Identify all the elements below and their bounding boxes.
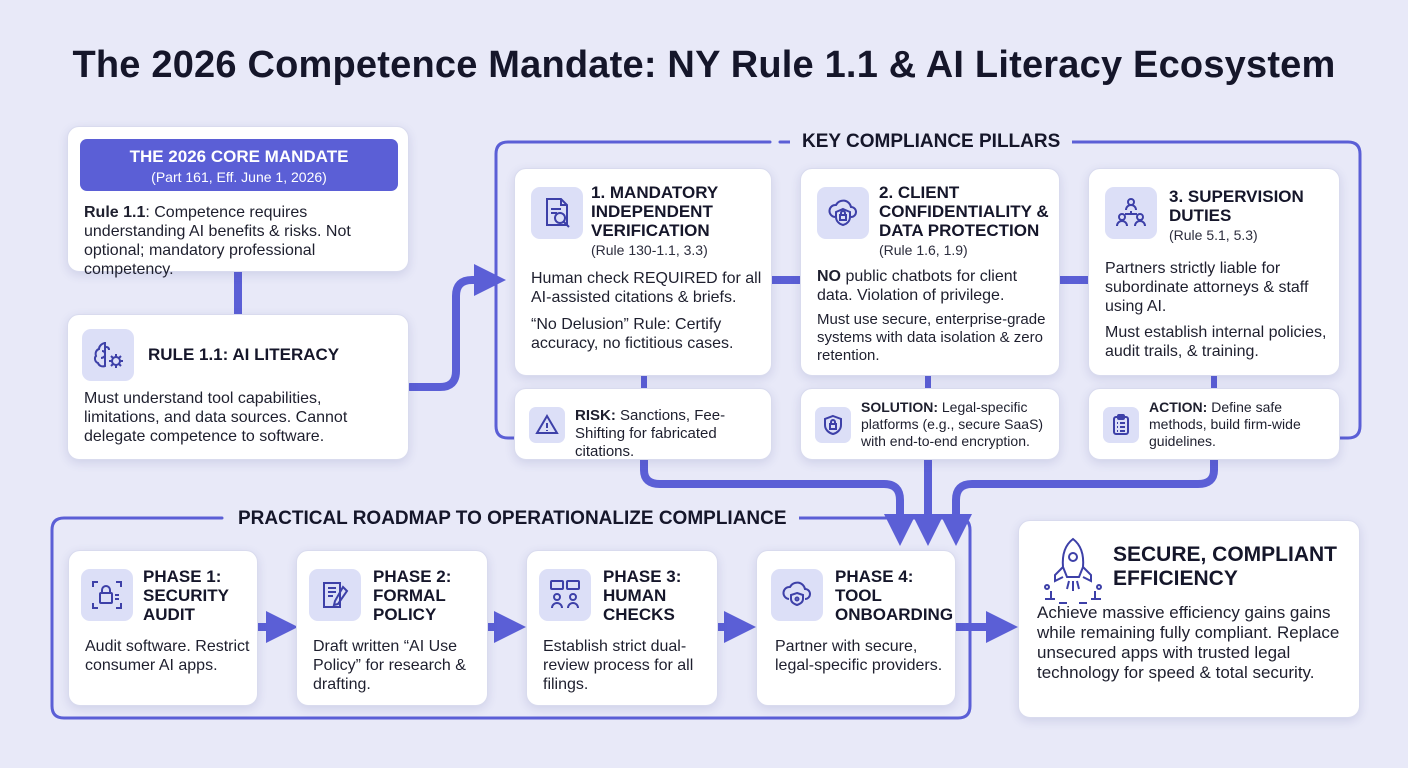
core-mandate-heading: THE 2026 CORE MANDATE: [129, 147, 349, 166]
solution-label: SOLUTION:: [861, 399, 938, 415]
phase-4-heading: PHASE 4: TOOL ONBOARDING: [835, 567, 954, 624]
pillar-1-point-1: Human check REQUIRED for all AI-assisted…: [531, 270, 762, 306]
risk-note-text: RISK: Sanctions, Fee-Shifting for fabric…: [575, 407, 769, 461]
outcome-heading: SECURE, COMPLIANT EFFICIENCY: [1113, 543, 1338, 590]
pillar-3-ref: (Rule 5.1, 5.3): [1169, 227, 1258, 243]
solution-note-card: SOLUTION: Legal-specific platforms (e.g.…: [800, 388, 1060, 460]
action-label: ACTION:: [1149, 399, 1208, 415]
pillar-confidentiality-heading: 2. CLIENT CONFIDENTIALITY & DATA PROTECT…: [879, 183, 1057, 260]
pillar-verification-card: 1. MANDATORY INDEPENDENT VERIFICATION (Ru…: [514, 168, 772, 376]
rocket-icon: [1035, 533, 1111, 609]
pillar-3-point-1: Partners strictly liable for subordinate…: [1105, 260, 1309, 315]
people-hierarchy-icon: [1105, 187, 1157, 239]
pillar-2-no: NO: [817, 268, 841, 285]
pillar-3-title: 3. SUPERVISION DUTIES: [1169, 187, 1304, 225]
cloud-lock-icon: [817, 187, 869, 239]
ai-literacy-body: Must understand tool capabilities, limit…: [84, 390, 348, 445]
pillars-section-label: KEY COMPLIANCE PILLARS: [790, 131, 1073, 153]
chat-people-icon: [539, 569, 591, 621]
phase-1-card: PHASE 1: SECURITY AUDIT Audit software. …: [68, 550, 258, 706]
action-body: Define safe methods, build firm-wide gui…: [1149, 399, 1301, 449]
document-search-icon: [531, 187, 583, 239]
phase-1-body: Audit software. Restrict consumer AI app…: [85, 638, 250, 674]
document-pen-icon: [309, 569, 361, 621]
lock-scan-icon: [81, 569, 133, 621]
phase-2-body: Draft written “AI Use Policy” for resear…: [313, 638, 466, 693]
risk-label: RISK:: [575, 407, 616, 424]
brain-gear-icon: [82, 329, 134, 381]
phase-3-heading: PHASE 3: HUMAN CHECKS: [603, 567, 682, 624]
shield-lock-icon: [815, 407, 851, 443]
pillar-2-point-2: Must use secure, enterprise-grade system…: [817, 311, 1046, 364]
phase-2-heading: PHASE 2: FORMAL POLICY: [373, 567, 452, 624]
core-mandate-card: THE 2026 CORE MANDATE (Part 161, Eff. Ju…: [67, 126, 409, 278]
clipboard-list-icon: [1103, 407, 1139, 443]
cloud-shield-icon: [771, 569, 823, 621]
phase-4-body: Partner with secure, legal-specific prov…: [775, 638, 943, 674]
core-mandate-rule-label: Rule 1.1: [84, 204, 146, 221]
solution-note-text: SOLUTION: Legal-specific platforms (e.g.…: [861, 399, 1057, 450]
pillar-1-ref: (Rule 130-1.1, 3.3): [591, 242, 708, 258]
core-mandate-body: Rule 1.1: Competence requires understand…: [84, 203, 400, 279]
roadmap-section-label: PRACTICAL ROADMAP TO OPERATIONALIZE COMP…: [226, 508, 799, 530]
pillar-2-ref: (Rule 1.6, 1.9): [879, 242, 968, 258]
pillar-2-point-1: NO public chatbots for client data. Viol…: [817, 267, 1057, 305]
ai-literacy-heading: RULE 1.1: AI LITERACY: [148, 345, 340, 364]
pillar-confidentiality-card: 2. CLIENT CONFIDENTIALITY & DATA PROTECT…: [800, 168, 1060, 376]
core-mandate-text: : Competence requires understanding AI b…: [84, 204, 351, 278]
solution-body: Legal-specific platforms (e.g., secure S…: [861, 399, 1044, 449]
pillar-supervision-card: 3. SUPERVISION DUTIES (Rule 5.1, 5.3) Par…: [1088, 168, 1340, 376]
action-note-card: ACTION: Define safe methods, build firm-…: [1088, 388, 1340, 460]
core-mandate-subheading: (Part 161, Eff. June 1, 2026): [151, 169, 327, 185]
pillar-3-point-2: Must establish internal policies, audit …: [1105, 324, 1327, 360]
risk-note-card: RISK: Sanctions, Fee-Shifting for fabric…: [514, 388, 772, 460]
page-title: The 2026 Competence Mandate: NY Rule 1.1…: [72, 44, 1336, 86]
phase-1-heading: PHASE 1: SECURITY AUDIT: [143, 567, 229, 624]
pillar-verification-heading: 1. MANDATORY INDEPENDENT VERIFICATION (Ru…: [591, 183, 767, 260]
pillar-2-title: 2. CLIENT CONFIDENTIALITY & DATA PROTECT…: [879, 183, 1049, 240]
warning-icon: [529, 407, 565, 443]
outcome-body: Achieve massive efficiency gains gains w…: [1037, 603, 1340, 682]
phase-3-card: PHASE 3: HUMAN CHECKS Establish strict d…: [526, 550, 718, 706]
pillar-1-point-2: “No Delusion” Rule: Certify accuracy, no…: [531, 316, 734, 352]
pillar-supervision-heading: 3. SUPERVISION DUTIES (Rule 5.1, 5.3): [1169, 187, 1335, 245]
pillar-1-title: 1. MANDATORY INDEPENDENT VERIFICATION: [591, 183, 718, 240]
phase-2-card: PHASE 2: FORMAL POLICY Draft written “AI…: [296, 550, 488, 706]
phase-4-card: PHASE 4: TOOL ONBOARDING Partner with se…: [756, 550, 956, 706]
ai-literacy-card: RULE 1.1: AI LITERACY Must understand to…: [67, 314, 409, 460]
outcome-card: SECURE, COMPLIANT EFFICIENCY Achieve mas…: [1018, 520, 1360, 718]
pillar-2-point-1-text: public chatbots for client data. Violati…: [817, 268, 1018, 304]
phase-3-body: Establish strict dual-review process for…: [543, 638, 694, 693]
action-note-text: ACTION: Define safe methods, build firm-…: [1149, 399, 1337, 450]
core-mandate-header: THE 2026 CORE MANDATE (Part 161, Eff. Ju…: [80, 139, 398, 191]
risk-body: Sanctions, Fee-Shifting for fabricated c…: [575, 407, 726, 460]
